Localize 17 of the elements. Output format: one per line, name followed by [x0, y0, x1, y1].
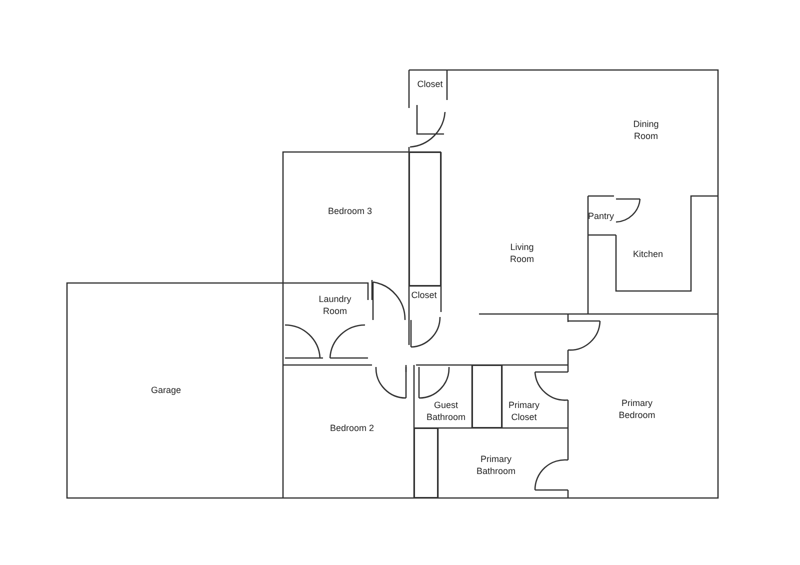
room-label: Primary Bathroom [471, 453, 521, 477]
room-label: Garage [141, 384, 191, 396]
room-label: Bedroom 3 [320, 205, 380, 217]
room-label: Kitchen [626, 248, 670, 260]
closet-outline [409, 152, 441, 286]
room-label: Pantry [584, 210, 618, 222]
room-label: Closet [409, 289, 439, 301]
room-label: Bedroom 2 [322, 422, 382, 434]
closet-outline [472, 365, 502, 428]
room-label: Primary Bedroom [614, 397, 660, 421]
room-label: Laundry Room [313, 293, 357, 317]
room-label: Dining Room [626, 118, 666, 142]
closet-outline [414, 428, 438, 498]
room-label: Closet [410, 78, 450, 90]
room-label: Guest Bathroom [423, 399, 469, 423]
room-label: Primary Closet [504, 399, 544, 423]
room-label: Living Room [502, 241, 542, 265]
